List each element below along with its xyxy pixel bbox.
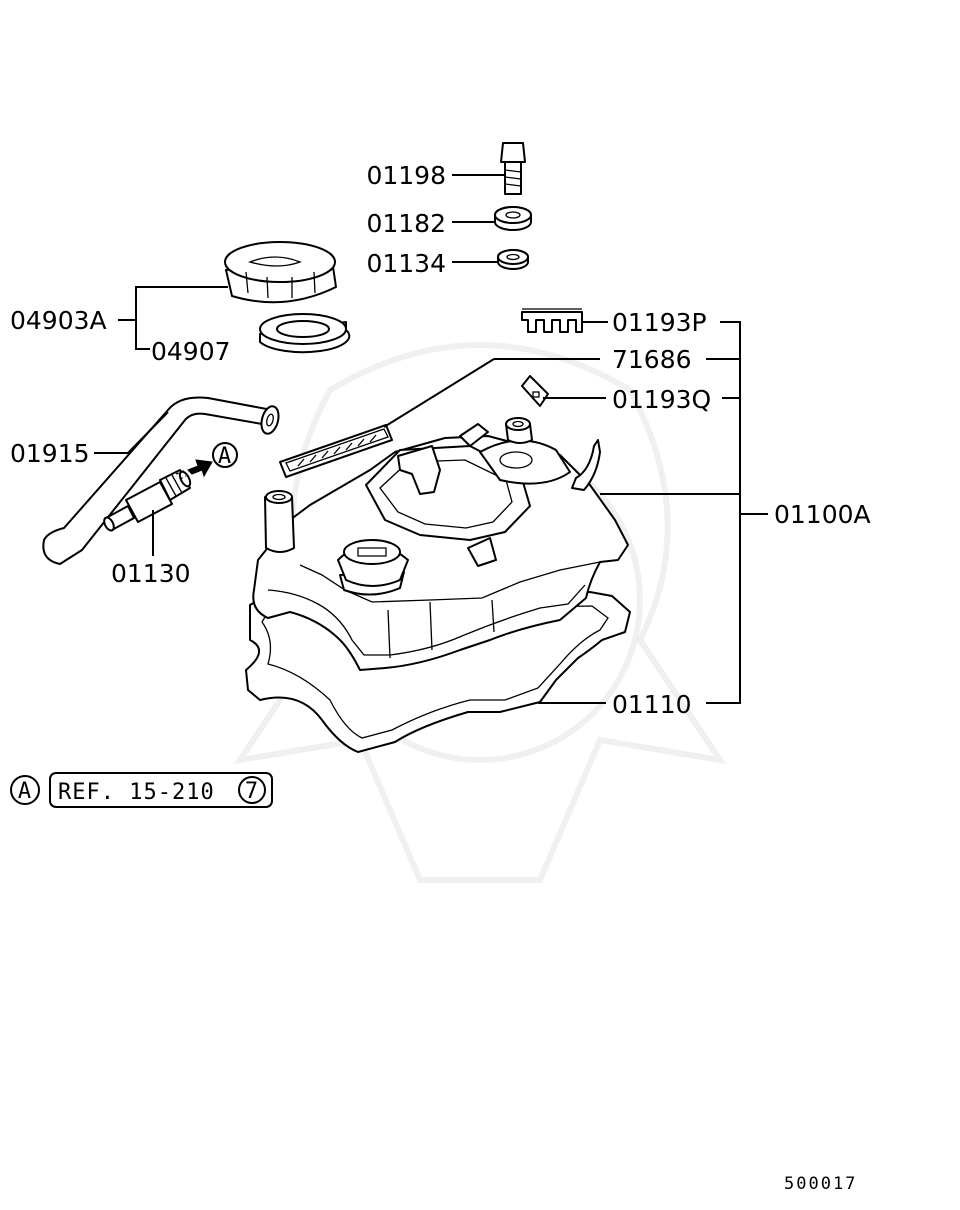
emblem-badge-71686[interactable] [279, 424, 393, 478]
direction-arrow [175, 459, 213, 480]
emblem-badge-lettering [297, 434, 377, 467]
washer-01182[interactable] [494, 206, 532, 231]
connector-marker-a-text: A [218, 444, 232, 469]
label-71686: 71686 [612, 345, 692, 374]
label-01134: 01134 [366, 249, 446, 278]
connector-marker-a: A [212, 442, 238, 469]
label-01130: 01130 [111, 559, 191, 588]
reference-text: REF. 15-210 [58, 780, 215, 805]
label-04903A: 04903A [10, 306, 107, 335]
breather-hose-01915[interactable] [42, 396, 281, 565]
figure-number: 500017 [784, 1174, 857, 1194]
cap-gasket-04907[interactable] [259, 313, 351, 354]
reference-circled-number: 7 [245, 779, 259, 804]
rocker-cover-01100A[interactable] [252, 417, 629, 671]
label-01182: 01182 [366, 209, 446, 238]
label-04907: 04907 [151, 337, 231, 366]
pcv-valve-01130[interactable] [102, 469, 192, 532]
label-01915: 01915 [10, 439, 90, 468]
label-01100A: 01100A [774, 500, 871, 529]
reference-marker-a: A [18, 779, 32, 804]
reference-legend: A REF. 15-210 7 [10, 772, 273, 808]
label-01110: 01110 [612, 690, 692, 719]
washer-01134[interactable] [497, 249, 529, 270]
oil-filler-cap-04903A[interactable] [224, 241, 337, 304]
clip-01193Q[interactable] [521, 375, 549, 407]
label-01193P: 01193P [612, 308, 707, 337]
label-01193Q: 01193Q [612, 385, 711, 414]
bolt-01198[interactable] [500, 142, 526, 195]
label-01198: 01198 [366, 161, 446, 190]
clip-01193P[interactable] [521, 308, 583, 333]
